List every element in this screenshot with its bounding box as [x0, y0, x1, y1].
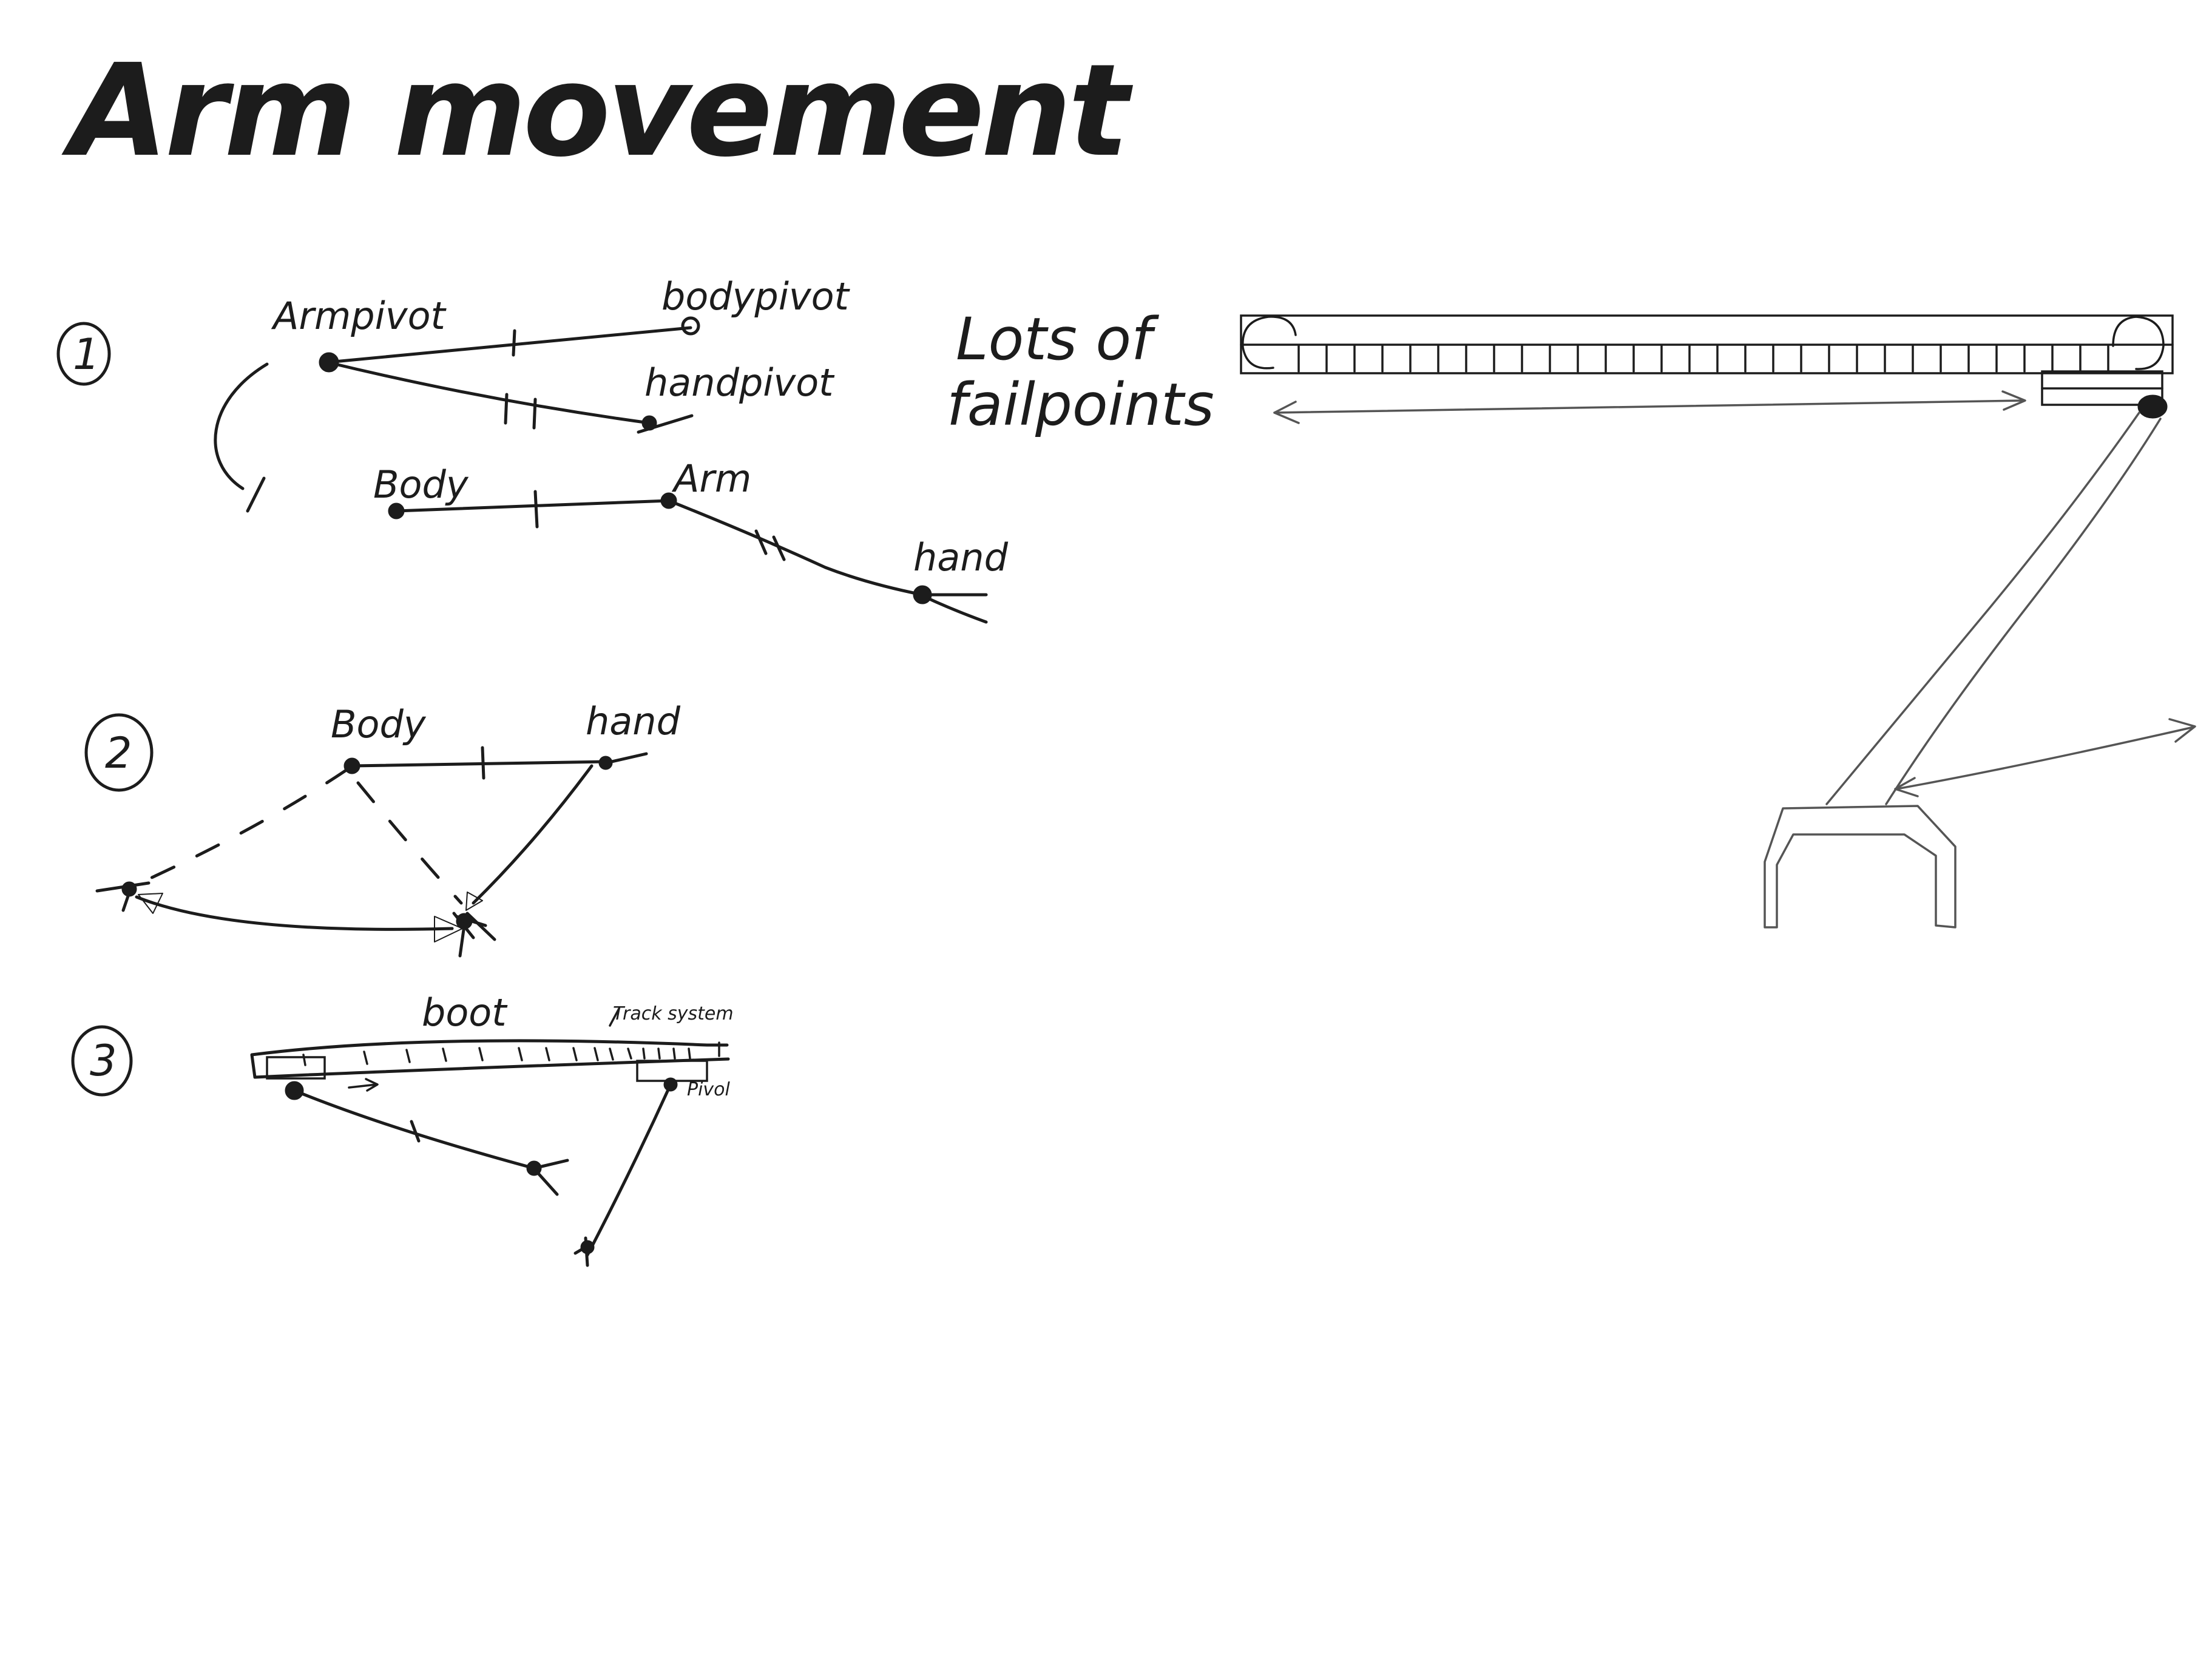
track-leader	[609, 1007, 620, 1027]
tick-double-b	[532, 398, 537, 430]
pivot-joint	[2137, 394, 2168, 419]
left-hand-fingers	[532, 1159, 569, 1196]
tick-double-2b	[772, 535, 786, 561]
travel-arrow-head-left	[1273, 401, 1300, 424]
hand-fingers	[924, 595, 988, 624]
hand-left-dot	[121, 881, 137, 897]
tick-single-2	[533, 490, 539, 529]
rotation-arrow	[214, 362, 269, 490]
tick-double-a	[504, 393, 509, 425]
hand-dot	[598, 756, 613, 770]
roller-right	[2112, 316, 2165, 370]
link-lower	[326, 360, 651, 425]
label-hand: hand	[913, 535, 1009, 580]
arrow-up-head	[465, 892, 483, 911]
label-hand: hand	[586, 699, 681, 743]
label-arm: Arm	[671, 456, 751, 501]
gripper	[1764, 805, 1957, 929]
hand-bottom-fingers	[452, 912, 496, 958]
diagram-3: 3 boot Track system Pivol	[71, 990, 734, 1267]
label-bodypivot: bodypivot	[661, 274, 851, 319]
handpivot-dot	[641, 415, 657, 431]
segment-body-arm	[394, 499, 671, 513]
number-circle	[71, 1025, 133, 1097]
diagram-1: 1 Armpivot bodypivot handpivot Body Arm …	[56, 274, 1009, 624]
tick	[481, 746, 485, 780]
number-circle	[84, 713, 154, 792]
carriage-left	[266, 1056, 326, 1080]
label-boot: boot	[422, 990, 508, 1035]
arrow-up	[472, 764, 594, 905]
link-body-hand	[350, 760, 609, 768]
label-body: Body	[331, 702, 427, 746]
roller-left	[1242, 316, 1297, 370]
arrow-lateral-head-left	[138, 893, 163, 914]
note-line-1: Lots of	[956, 305, 1159, 373]
label-handpivot: handpivot	[644, 360, 835, 405]
rotation-arrow	[1895, 726, 2195, 790]
travel-arrow-head-right	[2001, 390, 2026, 411]
arrow-lateral	[135, 895, 454, 931]
dashed-down	[356, 781, 463, 905]
label-armpivot: Armpivot	[271, 294, 447, 338]
diagram-2: 2 Body hand	[84, 699, 681, 958]
rotation-arrow-head-right	[2168, 718, 2196, 743]
arm-dot	[660, 492, 677, 509]
tick-double-2a	[754, 529, 768, 555]
rotation-arrow-head-left	[1894, 777, 1919, 797]
label-pivot: Pivol	[687, 1079, 731, 1100]
hand-dot	[913, 585, 932, 604]
tick-single	[512, 329, 516, 357]
note-failpoints: Lots of failpoints	[947, 305, 1214, 439]
armpivot-dot	[319, 352, 339, 373]
segment-arm-hand	[667, 499, 924, 597]
note-line-2: failpoints	[947, 371, 1214, 439]
arm-edge-right	[1885, 418, 2162, 805]
number-label: 3	[90, 1036, 117, 1086]
rotation-arrowhead	[246, 476, 266, 513]
number-label: 1	[73, 330, 100, 379]
track-rail	[250, 1039, 730, 1079]
arrow-lateral-head-right	[434, 916, 463, 942]
arm-edge-left	[1825, 411, 2140, 805]
track-mechanism	[1240, 314, 2196, 929]
number-label: 2	[105, 728, 132, 778]
label-track: Track system	[613, 1003, 734, 1024]
right-hand-fingers	[573, 1236, 590, 1267]
dashed-left	[129, 768, 349, 889]
right-arm	[586, 1083, 672, 1257]
motion-arrow	[348, 1078, 379, 1092]
body-dot	[388, 502, 405, 519]
left-arm-tick	[410, 1120, 421, 1143]
bodypivot-dot	[681, 316, 700, 336]
link-upper	[326, 326, 692, 364]
travel-arrow	[1273, 399, 2025, 414]
left-arm	[293, 1089, 536, 1170]
label-body: Body	[373, 462, 469, 507]
page-title: Arm movement	[61, 36, 1133, 185]
number-circle	[56, 322, 111, 386]
rail-ticks	[1297, 345, 2109, 373]
